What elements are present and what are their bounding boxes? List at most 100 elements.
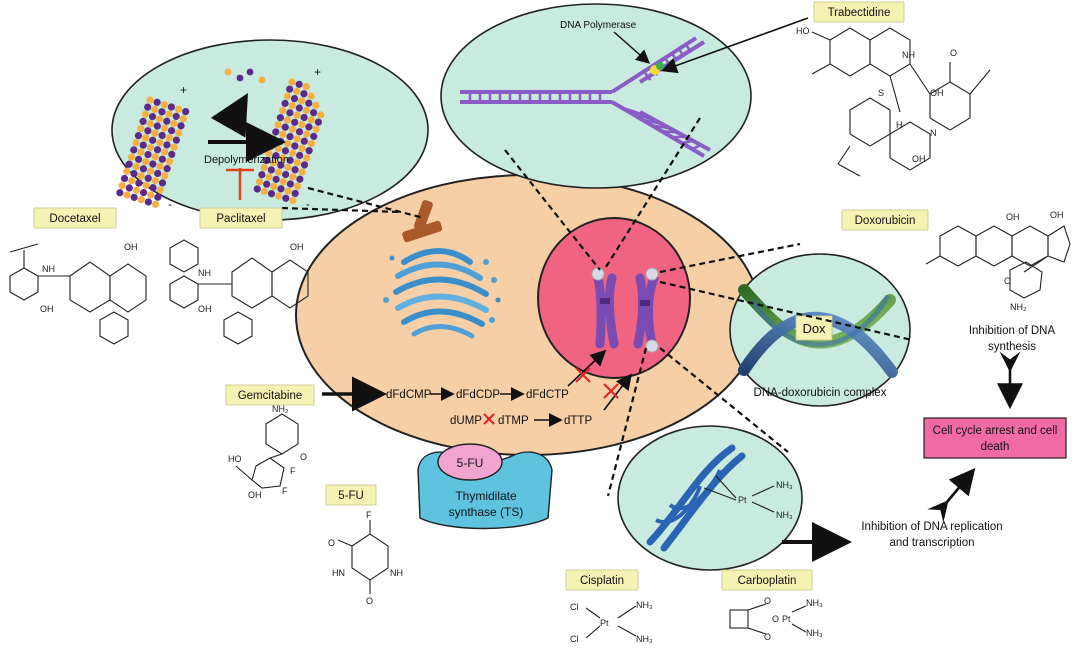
- connector-dox-bottom: [659, 280, 913, 342]
- carbo-nh3: NH₃: [806, 598, 823, 608]
- pt-label-panel: Pt: [738, 495, 747, 505]
- tubulin-subunit: [154, 193, 162, 201]
- cis-nh3: NH₃: [636, 634, 653, 644]
- nucleus: [537, 217, 691, 379]
- tubulin-subunit: [130, 146, 138, 154]
- trabectidine-label: Trabectidine: [828, 7, 891, 19]
- doxorubicin-box: [841, 209, 929, 231]
- tubulin-subunit: [163, 141, 171, 149]
- tubulin-subunit: [130, 170, 138, 178]
- tubulin-subunit: [146, 96, 154, 104]
- docetaxel-structure: [9, 243, 147, 345]
- tubulin-subunit: [127, 153, 136, 161]
- tubulin-subunit: [120, 174, 129, 183]
- dna-base-pair: [661, 129, 678, 134]
- tubulin-subunit: [139, 117, 147, 125]
- replication-fork-icon: [460, 36, 711, 158]
- inhibition-replication-label-1: Inhibition of DNA replication: [861, 521, 1002, 533]
- tubulin-subunit: [142, 158, 150, 166]
- tubulin-subunit: [275, 192, 283, 200]
- tubulin-subunit: [175, 129, 183, 137]
- dna-base-pair: [641, 118, 663, 126]
- tubulin-subunit: [300, 90, 308, 98]
- tubulin-subunit: [295, 80, 303, 88]
- doxorubicin-label: Doxorubicin: [855, 215, 916, 227]
- tubulin-subunit: [148, 112, 157, 121]
- tubulin-subunit: [144, 150, 152, 159]
- tubulin-subunit: [293, 135, 301, 143]
- tubulin-subunit: [144, 127, 152, 135]
- tubulin-subunit: [307, 139, 316, 148]
- tubulin-subunit: [132, 186, 141, 194]
- tubulin-subunit: [158, 179, 167, 187]
- connector-dox-top: [659, 242, 801, 274]
- target-spot: [591, 267, 605, 281]
- tubulin-subunit: [300, 137, 308, 145]
- free-tubulin-dimers: [224, 68, 266, 84]
- tubulin-subunit: [172, 112, 180, 121]
- tubulin-subunit: [167, 103, 175, 111]
- cell-death-box: [923, 417, 1067, 459]
- tubulin-subunit: [165, 110, 173, 118]
- tubulin-subunit: [177, 122, 185, 130]
- carbo-nh3: NH₃: [806, 628, 823, 638]
- tubulin-subunit: [286, 132, 294, 141]
- tubulin-subunit: [161, 148, 169, 156]
- gem-ho: HO: [228, 454, 242, 464]
- tubulin-subunit: [276, 114, 285, 122]
- tubulin-subunit: [118, 181, 126, 190]
- trab-o: O: [950, 48, 957, 58]
- gemcitabine-box: [225, 384, 315, 406]
- gemcitabine-structure: [235, 413, 299, 489]
- 5fu-label: 5-FU: [338, 490, 364, 502]
- block-x-icon: [575, 367, 591, 383]
- tubulin-subunit: [125, 160, 133, 168]
- dump-label: dUMP: [450, 415, 482, 427]
- trabectidine-structure: [811, 27, 991, 177]
- tubulin-subunit: [144, 174, 152, 182]
- tubulin-subunit: [137, 124, 145, 133]
- docetaxel-box: [33, 207, 117, 229]
- tubulin-subunit: [139, 188, 148, 197]
- docetaxel-oh: OH: [40, 304, 54, 314]
- fu-o: O: [328, 538, 335, 548]
- dna-base-pair: [681, 139, 694, 145]
- tubulin-subunit: [151, 176, 159, 185]
- tubulin-subunit: [174, 105, 183, 113]
- tubulin-subunit: [163, 165, 171, 173]
- cell-death-label-2: death: [981, 441, 1010, 453]
- dfdctp-label: dFdCTP: [526, 389, 569, 401]
- plus-end-label-right: +: [314, 65, 321, 79]
- dox-o: O: [1004, 276, 1011, 286]
- carbo-o: O: [764, 632, 771, 642]
- dna-base-pair: [677, 47, 685, 57]
- dfdcmp-label: dFdCMP: [386, 389, 432, 401]
- tubulin-subunit: [154, 169, 162, 178]
- tubulin-subunit: [151, 200, 160, 208]
- tubulin-subunit: [153, 146, 162, 154]
- chromosome-right-icon: [633, 273, 659, 349]
- tubulin-subunit: [293, 111, 301, 119]
- tubulin-subunit: [172, 136, 180, 144]
- dox-oh: OH: [1006, 212, 1020, 222]
- tubulin-subunit: [125, 184, 133, 192]
- doxorubicin-structure: [925, 225, 1071, 299]
- tubulin-subunit: [137, 148, 145, 156]
- tubulin-subunit: [156, 115, 164, 123]
- tubulin-subunit: [149, 184, 157, 192]
- connector-cisplatin-left: [606, 347, 648, 497]
- trabectidine-box: [813, 1, 905, 23]
- tubulin-subunit: [314, 118, 322, 126]
- tubulin-subunit: [255, 178, 264, 186]
- tubulin-subunit: [142, 181, 150, 190]
- ts-block-x-icon: [483, 413, 495, 425]
- inhibition-replication-label-2: and transcription: [889, 537, 974, 549]
- tubulin-subunit: [300, 161, 309, 169]
- connector-dna-left: [504, 149, 601, 271]
- tubulin-subunit: [286, 156, 294, 164]
- paclitaxel-oh: OH: [198, 304, 212, 314]
- tubulin-subunit: [141, 110, 149, 118]
- tubulin-subunit: [153, 122, 161, 130]
- plus-end-label-left: +: [180, 83, 187, 97]
- tubulin-subunit: [170, 143, 178, 151]
